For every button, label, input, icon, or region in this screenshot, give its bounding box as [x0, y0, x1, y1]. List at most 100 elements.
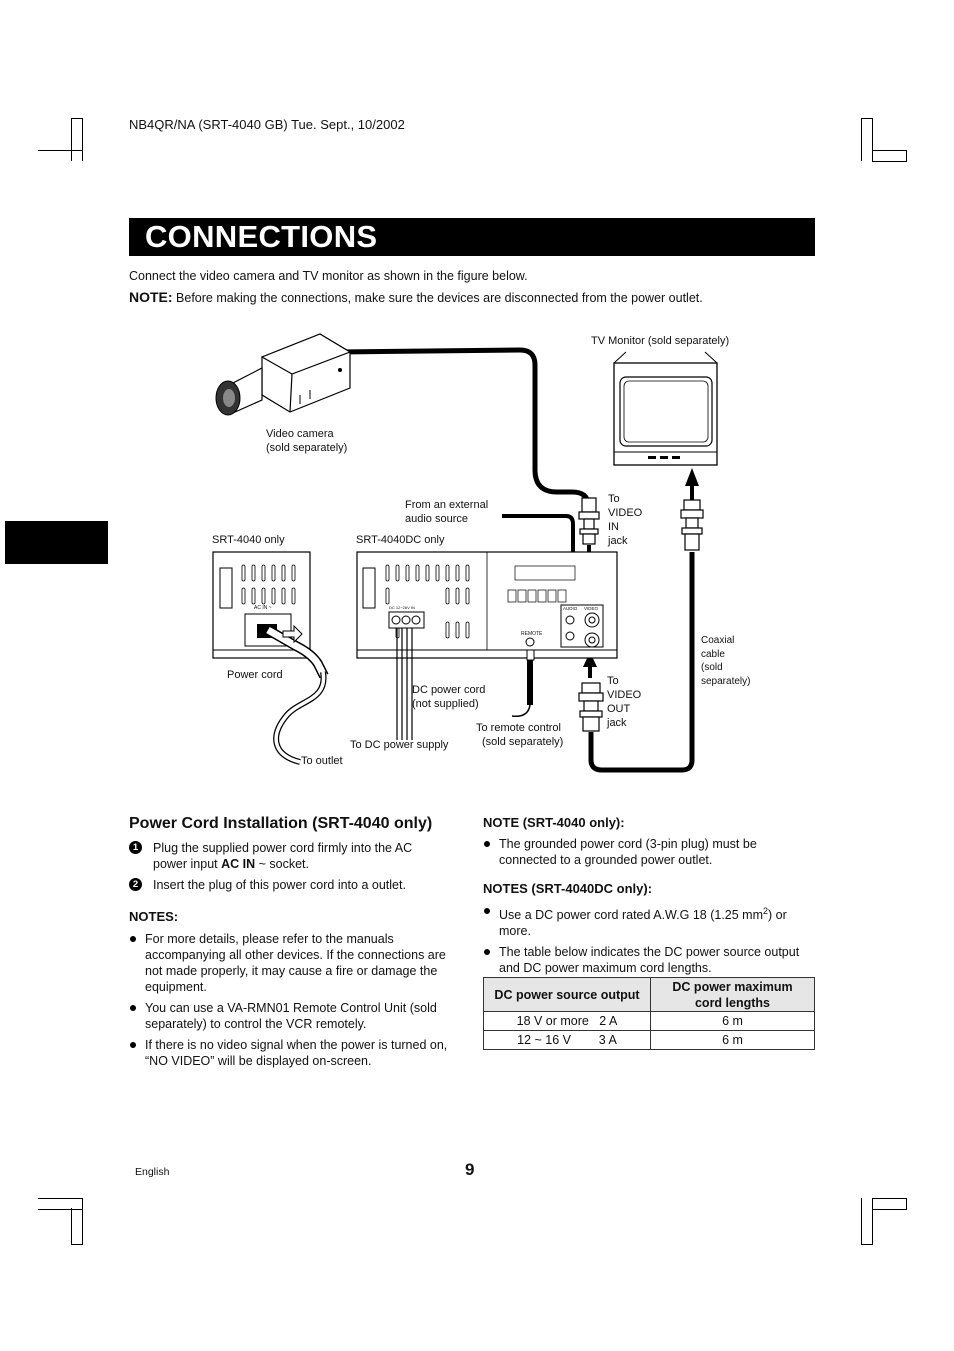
dc-note-item: The table below indicates the DC power s…	[483, 944, 815, 976]
video-out-line-3: OUT	[607, 703, 631, 715]
remote-control-label: To remote control (sold separately)	[476, 721, 563, 749]
step-number-2: 2	[129, 878, 142, 891]
video-jack-label: VIDEO	[584, 606, 599, 611]
dc-power-cord-line-1: DC power cord	[412, 684, 486, 696]
table-row: 18 V or more 2 A 6 m	[483, 1011, 815, 1031]
page-title: CONNECTIONS	[145, 219, 378, 254]
dc-note-1-sup: 2	[763, 906, 769, 916]
tv-monitor-icon	[613, 351, 718, 466]
external-audio-label: From an external audio source	[405, 498, 488, 526]
camera-label-line-1: Video camera	[266, 428, 334, 440]
power-cord-label: Power cord	[227, 669, 283, 681]
audio-jack-label: AUDIO	[563, 606, 578, 611]
dc-note-1-pre: Use a DC power cord rated A.W.G 18 (1.25…	[499, 908, 763, 923]
dc-in-label: DC 12~26V IN	[389, 605, 415, 610]
title-bar	[129, 218, 815, 256]
table-header-row: DC power source output DC power maximum …	[483, 977, 815, 1012]
video-in-line-1: To	[608, 493, 620, 505]
tv-input-arrow-icon	[685, 468, 699, 486]
video-out-arrow-icon	[583, 652, 597, 667]
video-out-line-1: To	[607, 675, 619, 687]
srt4040dc-rear-panel-icon	[356, 551, 618, 740]
external-audio-cable	[502, 514, 575, 585]
section-tab	[5, 521, 108, 564]
external-audio-line-2: audio source	[405, 513, 468, 525]
note-srt4040-list: The grounded power cord (3-pin plug) mus…	[483, 836, 815, 873]
table-row: 12 ~ 16 V 3 A 6 m	[483, 1030, 815, 1050]
dc-power-cord-label: DC power cord (not supplied)	[412, 683, 485, 711]
notes-list: For more details, please refer to the ma…	[129, 931, 455, 1074]
ac-in-bold: AC IN	[221, 857, 256, 871]
page-number: 9	[465, 1160, 475, 1179]
remote-jack-label: REMOTE	[521, 631, 543, 637]
table-header-output: DC power source output	[483, 977, 651, 1012]
note-text: Before making the connections, make sure…	[172, 291, 703, 305]
bnc-connector-tv-icon	[680, 499, 704, 551]
step-2: 2 Insert the plug of this power cord int…	[129, 877, 459, 895]
power-cord-heading: Power Cord Installation (SRT-4040 only)	[129, 815, 433, 832]
crop-mark-top-right	[872, 150, 907, 162]
video-in-line-3: IN	[608, 521, 619, 533]
step-1-text: Plug the supplied power cord firmly into…	[153, 840, 453, 872]
notes-srt4040dc-list: Use a DC power cord rated A.W.G 18 (1.25…	[483, 903, 815, 981]
coaxial-line-4: separately)	[701, 675, 751, 687]
bnc-connector-in-icon	[578, 497, 600, 545]
bnc-connector-out-icon	[578, 682, 604, 732]
note-item: For more details, please refer to the ma…	[129, 931, 455, 995]
dc-note-1-post: ) or more.	[499, 908, 787, 939]
coaxial-line-1: Coaxial	[701, 635, 735, 646]
coaxial-label: Coaxial cable (sold separately)	[701, 634, 750, 688]
dc-power-table: DC power source output DC power maximum …	[483, 977, 815, 1050]
step-number-1: 1	[129, 841, 142, 854]
video-in-label: To VIDEO IN jack	[608, 492, 642, 548]
crop-mark-bottom-left	[38, 1198, 83, 1210]
remote-control-line-1: To remote control	[476, 722, 561, 734]
video-out-label: To VIDEO OUT jack	[607, 674, 641, 730]
camera-label-line-2: (sold separately)	[266, 442, 348, 454]
note-srt4040-item: The grounded power cord (3-pin plug) mus…	[483, 836, 815, 868]
step-2-text: Insert the plug of this power cord into …	[153, 878, 406, 892]
step-1: 1 Plug the supplied power cord firmly in…	[129, 840, 459, 874]
intro-note: NOTE: Before making the connections, mak…	[129, 289, 703, 305]
note-item: You can use a VA-RMN01 Remote Control Un…	[129, 1000, 455, 1032]
ac-in-label: AC IN ~	[254, 605, 272, 611]
crop-mark-bottom-right-v	[861, 1198, 873, 1245]
table-cell: 12 ~ 16 V 3 A	[483, 1030, 651, 1050]
crop-mark-bottom-right	[872, 1198, 907, 1210]
coaxial-line-3: (sold	[701, 662, 723, 673]
crop-mark-top-left-v	[71, 118, 83, 161]
outlet-label: To outlet	[301, 755, 343, 767]
notes-heading: NOTES:	[129, 909, 179, 924]
dc-power-cord-line-2: (not supplied)	[412, 698, 479, 710]
dc-note-item: Use a DC power cord rated A.W.G 18 (1.25…	[483, 903, 815, 939]
connection-diagram	[212, 333, 718, 773]
step-1-line-2-pre: power input	[153, 857, 222, 871]
footer-language: English	[135, 1166, 170, 1178]
remote-control-line-2: (sold separately)	[482, 736, 564, 748]
video-out-line-4: jack	[607, 717, 627, 729]
video-in-line-4: jack	[608, 535, 628, 547]
table-cell: 18 V or more 2 A	[483, 1011, 651, 1031]
coaxial-line-2: cable	[701, 648, 725, 660]
camera-label: Video camera (sold separately)	[266, 427, 347, 455]
note-item: If there is no video signal when the pow…	[129, 1037, 455, 1069]
note-label: NOTE:	[129, 289, 173, 305]
step-1-line-2: power input AC IN ~ socket.	[153, 856, 453, 872]
camera-video-cable	[339, 347, 591, 512]
tv-monitor-label: TV Monitor (sold separately)	[591, 335, 730, 347]
srt4040dc-label: SRT-4040DC only	[356, 534, 445, 546]
step-1-line-2-post: ~ socket.	[255, 857, 309, 871]
external-audio-line-1: From an external	[405, 499, 489, 511]
table-header-length: DC power maximum cord lengths	[650, 977, 815, 1012]
table-cell: 6 m	[650, 1011, 815, 1031]
crop-mark-top-right-v	[861, 118, 873, 161]
video-out-line-2: VIDEO	[607, 689, 642, 701]
video-in-line-2: VIDEO	[608, 507, 643, 519]
coaxial-cable	[588, 552, 695, 773]
table-cell: 6 m	[650, 1030, 815, 1050]
srt4040-rear-panel-icon	[212, 551, 329, 765]
srt4040-label: SRT-4040 only	[212, 534, 285, 546]
note-srt4040-heading: NOTE (SRT-4040 only):	[483, 815, 625, 830]
intro-text: Connect the video camera and TV monitor …	[129, 269, 528, 283]
document-code: NB4QR/NA (SRT-4040 GB) Tue. Sept., 10/20…	[129, 117, 405, 132]
